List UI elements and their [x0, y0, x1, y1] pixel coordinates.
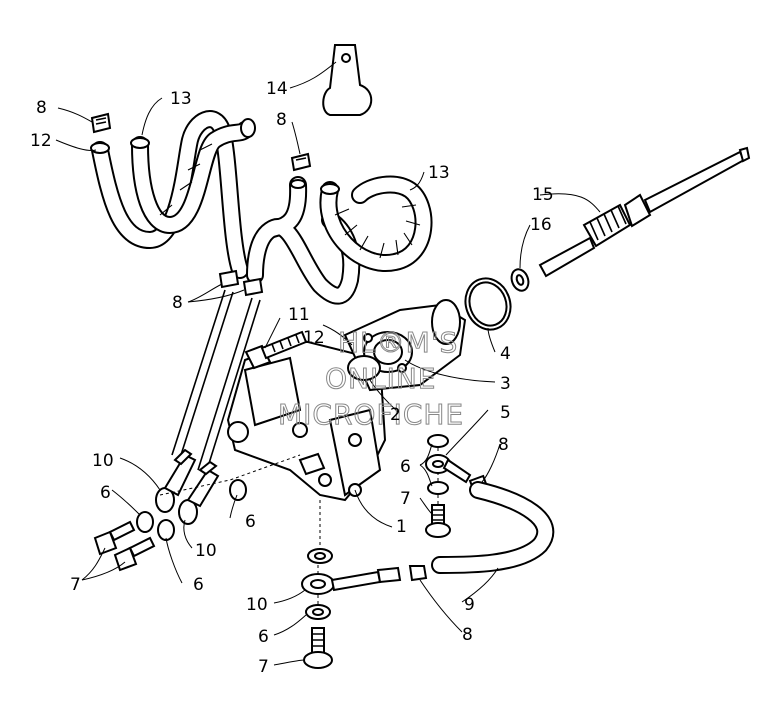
clamp-8-e — [408, 565, 428, 582]
callout-15: 15 — [532, 185, 554, 205]
hose-9 — [431, 481, 555, 574]
callout-11: 11 — [288, 305, 310, 325]
callout-6: 6 — [258, 627, 269, 647]
washer-6-b — [157, 519, 175, 541]
hose-13-left — [130, 118, 256, 234]
callout-8: 8 — [276, 110, 287, 130]
callout-6: 6 — [100, 483, 111, 503]
bolt-7-bottom — [303, 627, 333, 669]
watermark-line-3: MICROFICHE — [278, 398, 464, 431]
o-ring-2 — [347, 355, 381, 381]
watermark-line-1: HL®M'S — [338, 326, 458, 359]
washer-6-d — [307, 548, 333, 564]
callout-7: 7 — [400, 489, 411, 509]
bolts-7-left — [93, 520, 156, 572]
hose-13-right — [319, 175, 433, 272]
callout-12: 12 — [303, 328, 325, 348]
gear-shaft-15 — [538, 146, 751, 278]
callout-13: 13 — [428, 163, 450, 183]
callout-labels: 8 12 13 14 8 13 8 11 12 15 16 4 3 2 5 8 … — [30, 79, 554, 677]
callout-12: 12 — [30, 131, 52, 151]
callout-1: 1 — [396, 517, 407, 537]
callout-13: 13 — [170, 89, 192, 109]
callout-8: 8 — [498, 435, 509, 455]
washer-16 — [510, 268, 530, 292]
callout-10: 10 — [195, 541, 217, 561]
tubes-10 — [171, 289, 261, 474]
callout-8: 8 — [172, 293, 183, 313]
watermark: HL®M'S ONLINE MICROFICHE — [278, 326, 464, 432]
banjo-fitting-10-left — [155, 448, 220, 525]
callout-14: 14 — [266, 79, 288, 99]
callout-5: 5 — [500, 403, 511, 423]
washer-6-c — [229, 479, 247, 501]
banjo-fitting-5 — [425, 454, 472, 484]
clamp-8-c — [218, 269, 264, 297]
bolt-7-right — [425, 504, 451, 538]
callout-7: 7 — [258, 657, 269, 677]
banjo-fitting-10-bottom — [301, 566, 402, 595]
washer-6-a — [136, 511, 154, 533]
clamp-8-a — [90, 112, 112, 134]
callout-10: 10 — [246, 595, 268, 615]
callout-6: 6 — [193, 575, 204, 595]
callout-3: 3 — [500, 374, 511, 394]
callout-10: 10 — [92, 451, 114, 471]
callout-4: 4 — [500, 344, 511, 364]
callout-8: 8 — [462, 625, 473, 645]
callout-7: 7 — [70, 575, 81, 595]
callout-6: 6 — [245, 512, 256, 532]
o-ring-4 — [464, 277, 512, 331]
leader-lines — [55, 61, 601, 666]
washer-6-f — [427, 434, 449, 495]
washer-6-e — [305, 604, 331, 620]
clamp-14 — [322, 44, 373, 116]
bolt-11 — [244, 330, 308, 370]
callout-8: 8 — [36, 98, 47, 118]
watermark-line-2: ONLINE — [325, 362, 436, 395]
callout-6: 6 — [400, 457, 411, 477]
callout-16: 16 — [530, 215, 552, 235]
callout-9: 9 — [464, 595, 475, 615]
callout-2: 2 — [390, 405, 401, 425]
oil-pump-1 — [226, 338, 387, 502]
clamp-8-b — [290, 152, 312, 172]
